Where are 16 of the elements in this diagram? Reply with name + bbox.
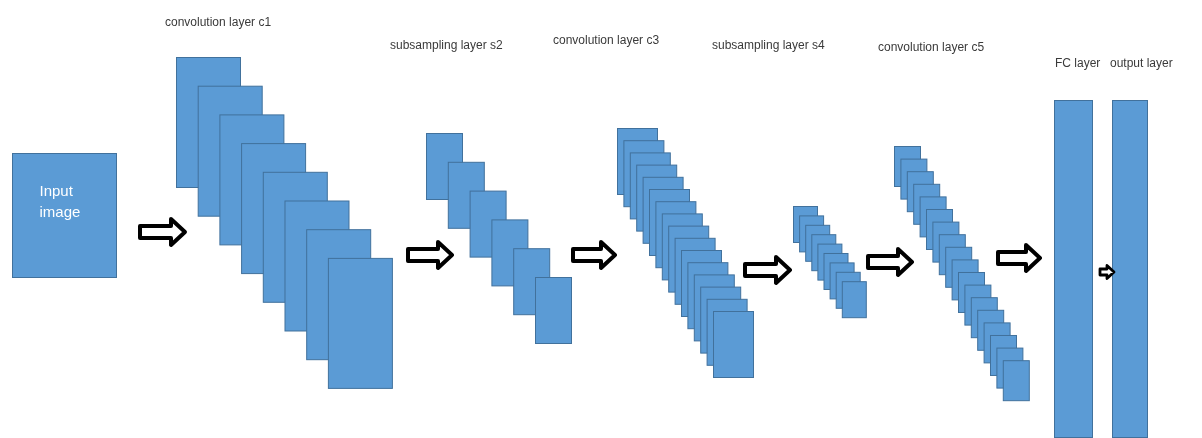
block-arrow xyxy=(743,255,792,285)
block-arrow xyxy=(406,240,454,270)
node-label: Input image xyxy=(39,181,82,222)
block-arrow xyxy=(1098,264,1116,280)
layer-heading: convolution layer c3 xyxy=(553,33,660,48)
block-arrow xyxy=(138,217,187,247)
layer-heading: output layer xyxy=(1110,56,1173,71)
layer-heading: subsampling layer s4 xyxy=(712,38,825,53)
layer-heading: subsampling layer s2 xyxy=(390,38,503,53)
input-box xyxy=(12,153,117,278)
layer-heading: convolution layer c1 xyxy=(165,15,272,30)
block-arrow xyxy=(571,240,617,270)
block-arrow xyxy=(866,247,914,277)
block-arrow xyxy=(996,243,1042,273)
layer-heading: convolution layer c5 xyxy=(878,40,985,55)
layer-heading: FC layer xyxy=(1055,56,1101,71)
